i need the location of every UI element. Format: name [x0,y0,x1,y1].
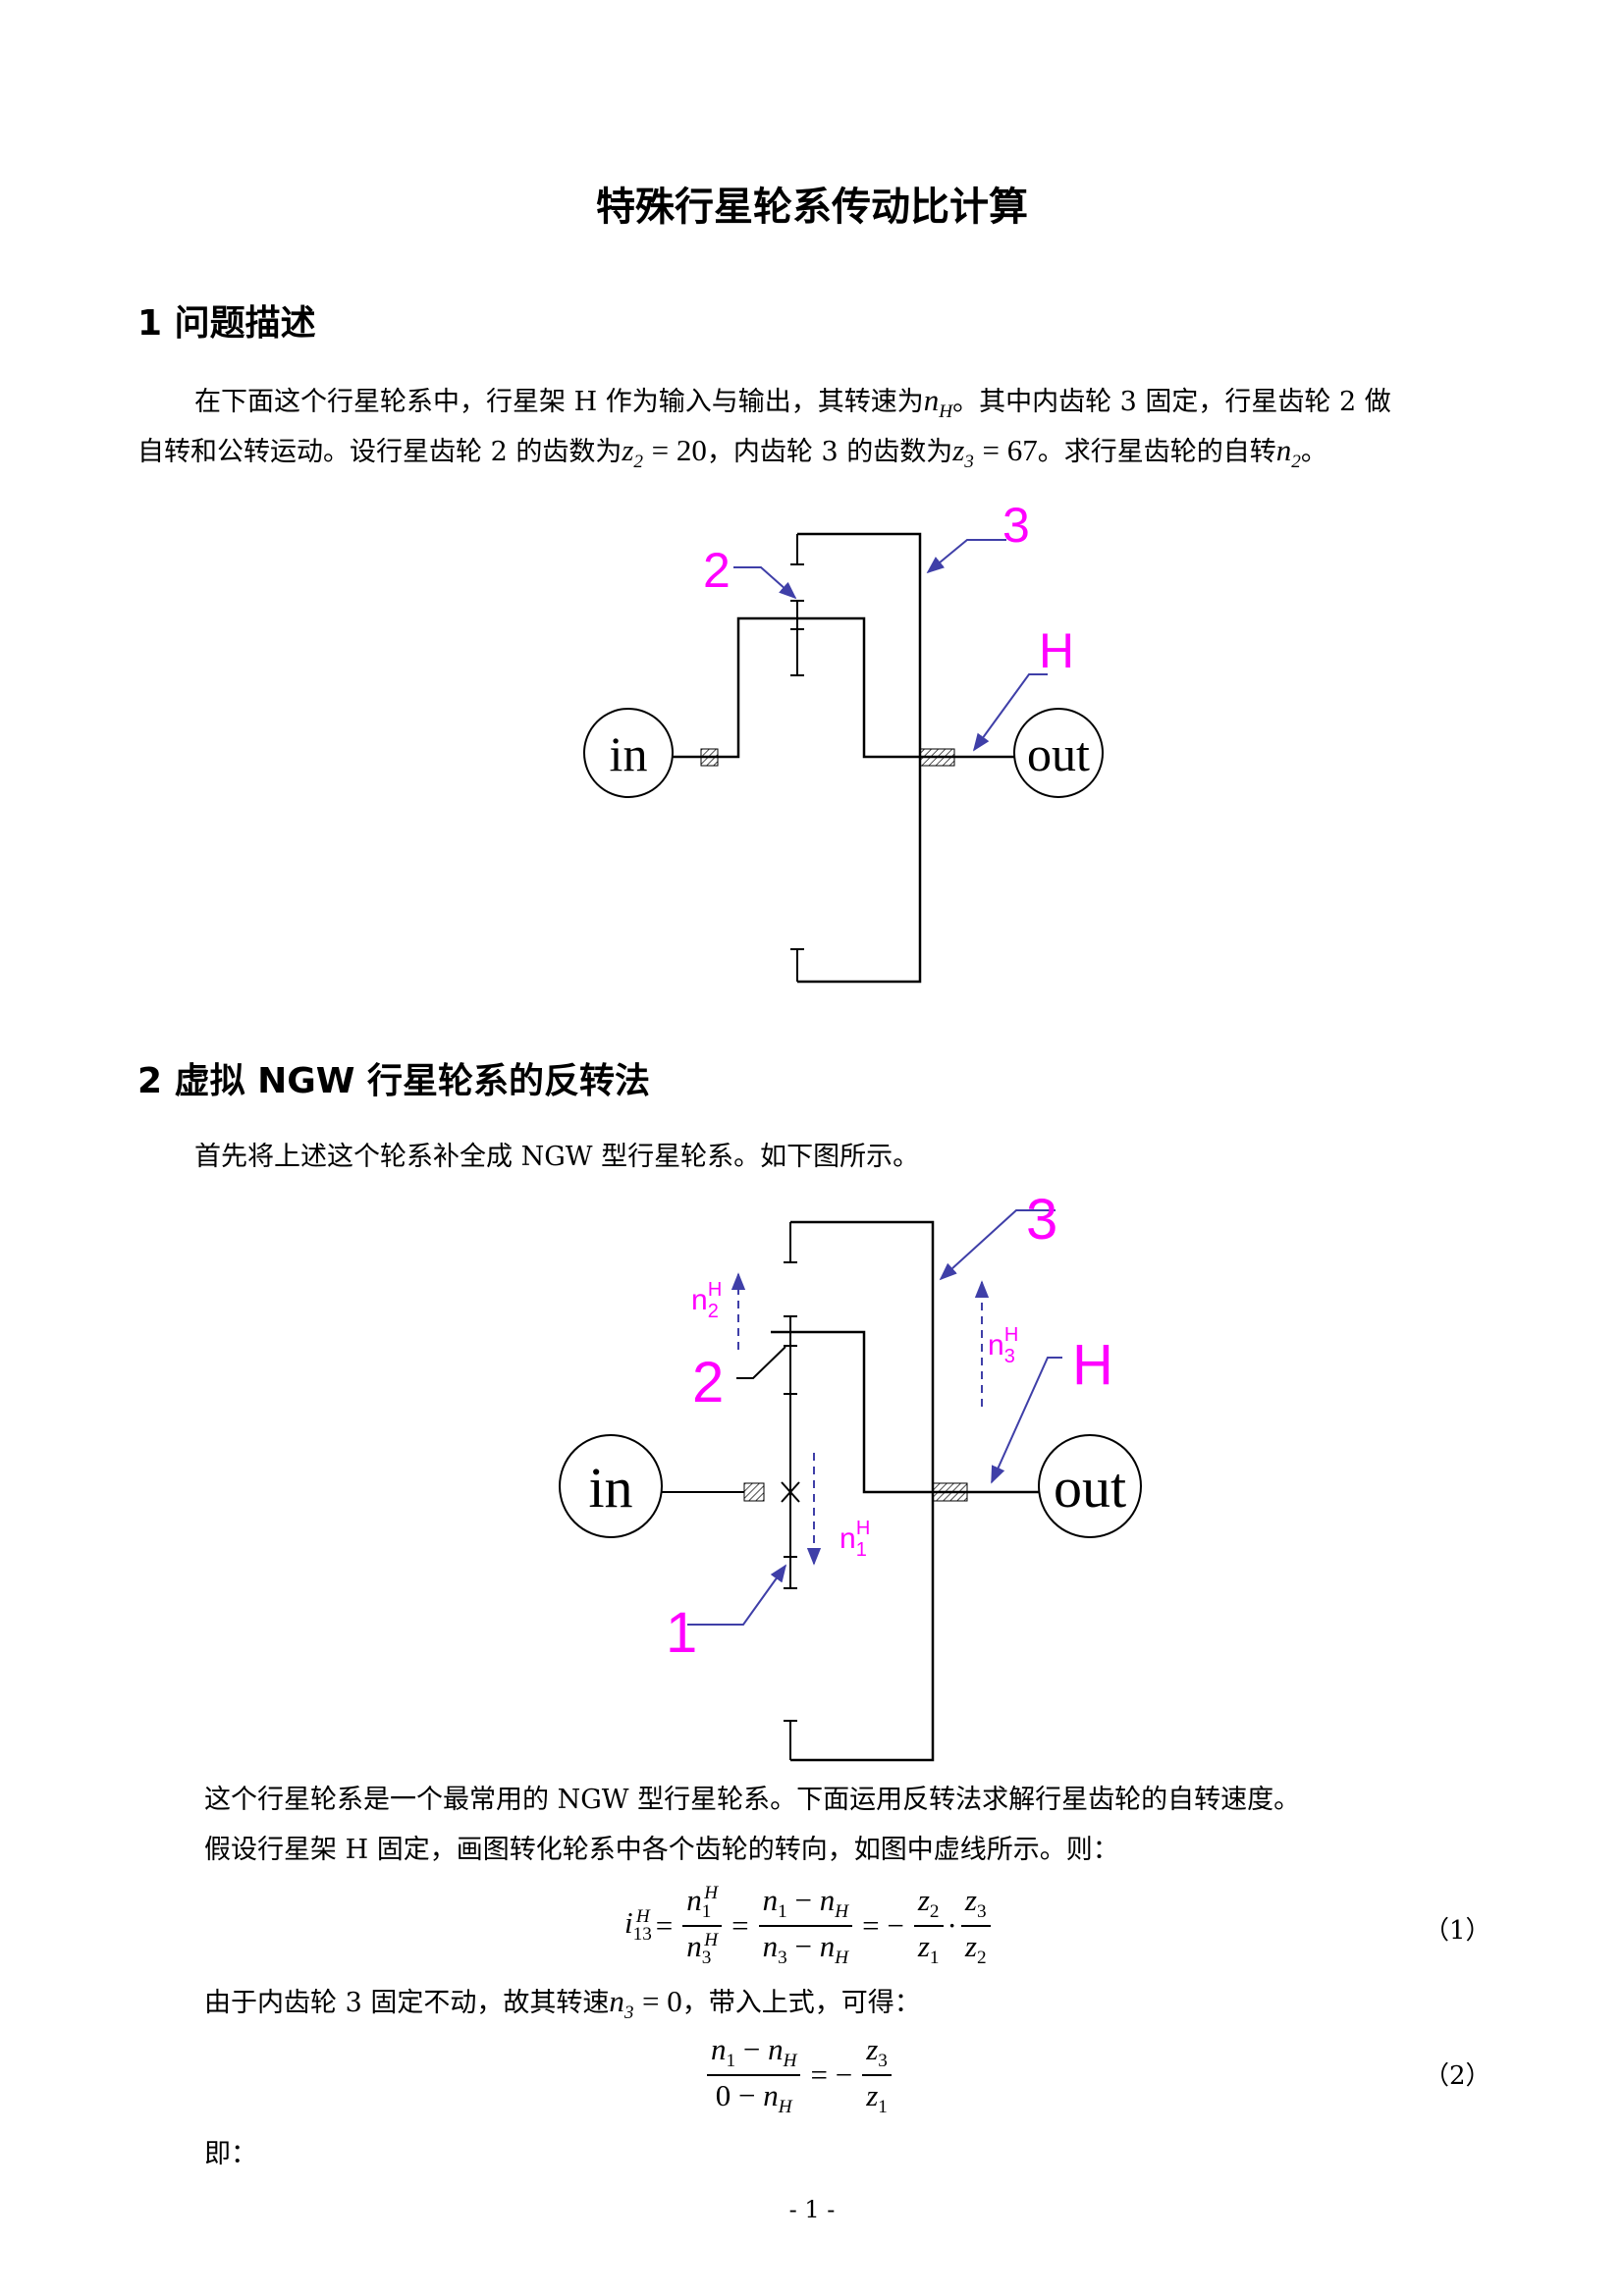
leader-H [972,673,1048,752]
input-bearing-b [743,1482,765,1502]
equation-2-number: （2） [1424,2061,1491,2091]
input-circle-b [559,1434,663,1538]
output-bearing-b [932,1482,968,1502]
label-Hb: H [1072,1333,1113,1397]
input-label: in [610,726,648,781]
text: 。 [1300,437,1327,467]
label-1: 1 [666,1601,697,1665]
text: ，内齿轮 3 的齿数为 [706,437,953,467]
input-circle [583,708,674,798]
label-n1H: n1H [839,1518,870,1561]
planet-gear-2 [790,600,804,676]
math-n3-value: = 0 [642,1984,682,2018]
leader-2 [733,566,797,600]
leader-1 [687,1564,787,1626]
text: 。求行星齿轮的自转 [1037,437,1276,467]
math-z3: z3 [952,433,974,473]
input-label-b: in [588,1456,632,1520]
carrier-H [674,616,1016,759]
section-2-para-1: 这个行星轮系是一个最常用的 NGW 型行星轮系。下面运用反转法求解行星齿轮的自转… [204,1785,1301,1815]
planet-gear-2b [784,1315,797,1589]
equation-1-number: （1） [1424,1916,1491,1946]
output-label: out [1027,726,1090,781]
sun-gear-1 [781,1481,800,1503]
label-2b: 2 [692,1351,724,1415]
leader-2b [736,1346,786,1379]
label-3: 3 [1002,498,1030,553]
text: 。其中内齿轮 3 固定，行星齿轮 2 做 [952,387,1391,417]
section-2-para-2: 假设行星架 H 固定，画图转化轮系中各个齿轮的转向，如图中虚线所示。则： [204,1835,1119,1865]
text: ，带入上式，可得： [681,1988,921,2018]
output-circle-b [1038,1434,1142,1538]
section-2-para-3: 由于内齿轮 3 固定不动，故其转速n3 = 0，带入上式，可得： [204,1975,921,2040]
input-bearing [700,748,719,767]
page-title: 特殊行星轮系传动比计算 [596,185,1028,230]
section-2-intro: 首先将上述这个轮系补全成 NGW 型行星轮系。如下图所示。 [194,1142,920,1172]
text: 由于内齿轮 3 固定不动，故其转速 [204,1988,610,2018]
eq1-lhs: i13H [624,1905,652,1946]
math-z3-value: = 67 [982,433,1038,467]
leader-3 [926,539,1006,574]
math-z2: z2 [622,433,644,473]
section-1-heading: 1 问题描述 [137,303,316,344]
section-1-line-1: 在下面这个行星轮系中，行星架 H 作为输入与输出，其转速为nH。其中内齿轮 3 … [194,374,1391,439]
output-label-b: out [1054,1456,1126,1520]
leader-Hb [991,1357,1062,1484]
label-2: 2 [703,543,731,598]
text: 在下面这个行星轮系中，行星架 H 作为输入与输出，其转速为 [194,387,924,417]
section-2-para-4: 即： [204,2139,257,2169]
section-2-heading: 2 虚拟 NGW 行星轮系的反转法 [137,1061,651,1101]
math-n3: n3 [609,1984,634,2024]
output-circle [1013,708,1104,798]
math-nH: nH [923,383,953,423]
label-3b: 3 [1026,1188,1057,1252]
leader-3b [939,1209,1056,1281]
page-number: - 1 - [788,2196,836,2223]
math-n2: n2 [1275,433,1301,473]
section-1-line-2: 自转和公转运动。设行星齿轮 2 的齿数为z2 = 20，内齿轮 3 的齿数为z3… [137,424,1327,489]
label-n3H: n3H [988,1324,1018,1367]
math-z2-value: = 20 [651,433,707,467]
label-n2H: n2H [691,1279,722,1322]
label-H: H [1039,623,1074,678]
text: 自转和公转运动。设行星齿轮 2 的齿数为 [137,437,623,467]
